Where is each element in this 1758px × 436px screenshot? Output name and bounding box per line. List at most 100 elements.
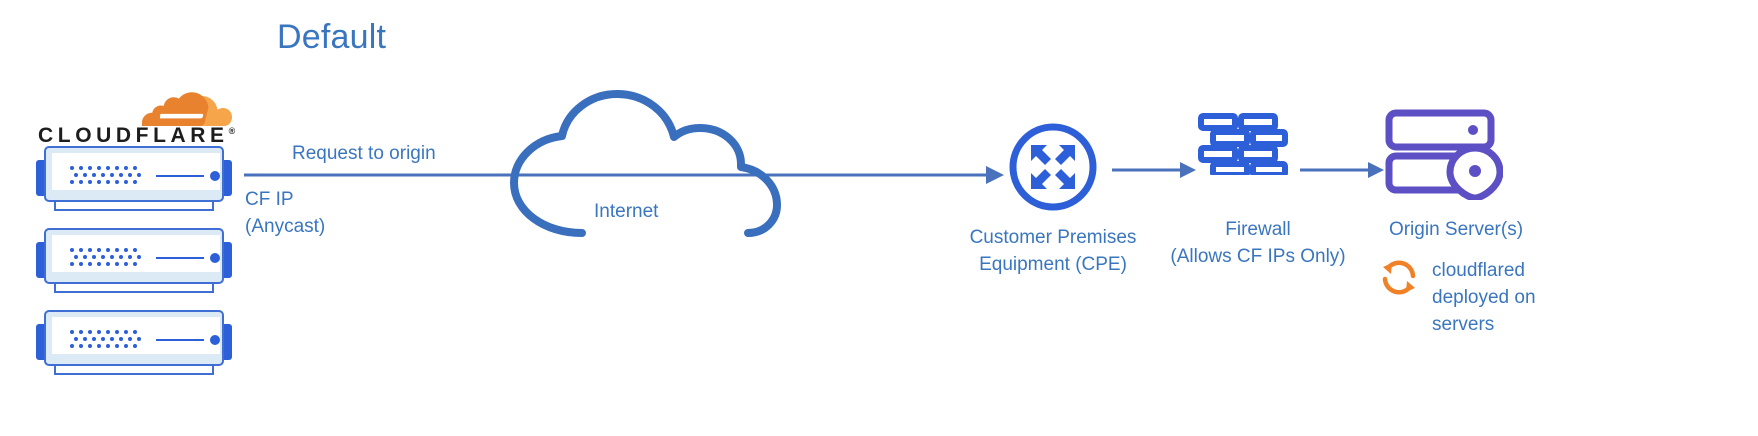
server-led bbox=[74, 337, 78, 341]
server-led bbox=[79, 262, 83, 266]
server-led bbox=[124, 330, 128, 334]
server-led bbox=[110, 255, 114, 259]
origin-server-location-pin-icon bbox=[1385, 108, 1504, 202]
server-led bbox=[79, 166, 83, 170]
server-led bbox=[97, 262, 101, 266]
server-led bbox=[97, 166, 101, 170]
firewall-label-line-1: Firewall bbox=[1225, 219, 1291, 240]
server-led bbox=[128, 337, 132, 341]
server-led bbox=[70, 248, 74, 252]
cloudflare-server-2 bbox=[36, 228, 232, 293]
server-led bbox=[110, 173, 114, 177]
server-led bbox=[101, 337, 105, 341]
server-led bbox=[137, 255, 141, 259]
server-line bbox=[156, 257, 204, 259]
server-led bbox=[74, 255, 78, 259]
server-led bbox=[133, 330, 137, 334]
server-led bbox=[97, 330, 101, 334]
server-led bbox=[92, 337, 96, 341]
server-led bbox=[106, 262, 110, 266]
cloudflared-note-line-3: servers bbox=[1432, 314, 1495, 335]
server-led bbox=[110, 337, 114, 341]
server-led bbox=[119, 337, 123, 341]
server-base bbox=[54, 202, 214, 211]
server-led bbox=[115, 166, 119, 170]
server-led bbox=[115, 344, 119, 348]
cloudflared-note-line-1: cloudflared bbox=[1432, 260, 1525, 281]
firewall-to-origin-arrow bbox=[1300, 158, 1384, 182]
server-status-led bbox=[210, 253, 220, 263]
server-led bbox=[88, 330, 92, 334]
server-line bbox=[156, 339, 204, 341]
server-led bbox=[115, 330, 119, 334]
server-led bbox=[74, 173, 78, 177]
server-led bbox=[106, 166, 110, 170]
server-led bbox=[83, 337, 87, 341]
sync-refresh-icon bbox=[1377, 255, 1421, 299]
cloudflared-note-line-2: deployed on bbox=[1432, 287, 1536, 308]
origin-server-label: Origin Server(s) bbox=[1388, 219, 1524, 240]
cpe-label-line-2: Equipment (CPE) bbox=[979, 254, 1127, 275]
server-panel bbox=[52, 317, 220, 354]
server-led bbox=[106, 180, 110, 184]
server-led bbox=[137, 337, 141, 341]
cpe-label: Customer Premises Equipment (CPE) bbox=[948, 224, 1158, 278]
server-led bbox=[106, 248, 110, 252]
server-led bbox=[79, 344, 83, 348]
server-led bbox=[115, 248, 119, 252]
internet-label: Internet bbox=[594, 201, 659, 222]
server-led bbox=[115, 180, 119, 184]
server-body bbox=[44, 228, 224, 284]
server-led bbox=[97, 180, 101, 184]
server-body bbox=[44, 146, 224, 202]
firewall-label: Firewall (Allows CF IPs Only) bbox=[1152, 216, 1364, 270]
server-led bbox=[70, 262, 74, 266]
server-led bbox=[92, 255, 96, 259]
cpe-label-line-1: Customer Premises bbox=[969, 227, 1137, 248]
server-led bbox=[133, 166, 137, 170]
server-led bbox=[97, 248, 101, 252]
server-panel bbox=[52, 235, 220, 272]
server-body bbox=[44, 310, 224, 366]
server-led bbox=[92, 173, 96, 177]
server-led bbox=[88, 166, 92, 170]
server-led bbox=[128, 255, 132, 259]
server-led bbox=[124, 180, 128, 184]
server-led bbox=[97, 344, 101, 348]
server-led bbox=[133, 344, 137, 348]
server-led bbox=[115, 262, 119, 266]
server-status-led bbox=[210, 171, 220, 181]
server-led bbox=[79, 248, 83, 252]
request-to-origin-label: Request to origin bbox=[292, 143, 436, 164]
server-led bbox=[88, 248, 92, 252]
server-led bbox=[106, 344, 110, 348]
server-status-led bbox=[210, 335, 220, 345]
cloudflare-cloud-icon bbox=[128, 86, 232, 130]
cf-ip-line-1: CF IP bbox=[245, 189, 294, 210]
server-led bbox=[124, 262, 128, 266]
server-led bbox=[88, 344, 92, 348]
server-led bbox=[101, 255, 105, 259]
server-led bbox=[70, 166, 74, 170]
server-led bbox=[88, 262, 92, 266]
server-led bbox=[106, 330, 110, 334]
firewall-label-line-2: (Allows CF IPs Only) bbox=[1170, 246, 1346, 267]
server-led bbox=[128, 173, 132, 177]
page-title: Default bbox=[277, 18, 387, 56]
server-line bbox=[156, 175, 204, 177]
server-led bbox=[79, 180, 83, 184]
server-led bbox=[83, 255, 87, 259]
server-panel bbox=[52, 153, 220, 190]
cf-ip-anycast-label: CF IP (Anycast) bbox=[245, 186, 325, 240]
server-led bbox=[70, 344, 74, 348]
server-led bbox=[133, 248, 137, 252]
server-led bbox=[70, 330, 74, 334]
server-led bbox=[133, 262, 137, 266]
cloudflare-wordmark: CLOUDFLARE® bbox=[38, 124, 236, 147]
server-led-grid bbox=[70, 166, 142, 188]
cf-ip-line-2: (Anycast) bbox=[245, 216, 326, 237]
server-led bbox=[119, 173, 123, 177]
server-base bbox=[54, 284, 214, 293]
brick-wall-icon bbox=[1196, 113, 1290, 178]
server-led-grid bbox=[70, 330, 142, 352]
